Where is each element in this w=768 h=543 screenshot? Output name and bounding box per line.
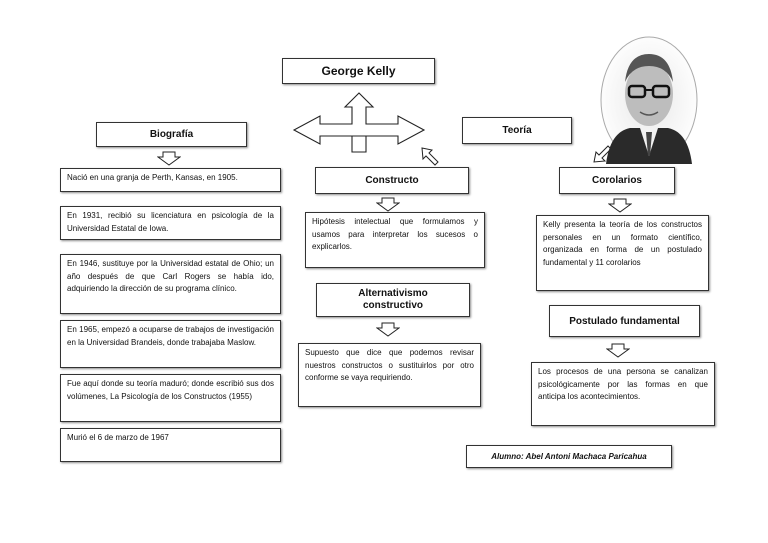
postulado-text: Los procesos de una persona se canalizan…: [538, 367, 708, 401]
biografia-item: Fue aquí donde su teoría maduró; donde e…: [60, 374, 281, 422]
author-label: Alumno: Abel Antoni Machaca Paricahua: [491, 452, 646, 461]
biografia-heading: Biografía: [150, 129, 193, 140]
biografia-item: En 1965, empezó a ocuparse de trabajos d…: [60, 320, 281, 368]
constructo-heading-box: Constructo: [315, 167, 469, 194]
constructo-text: Hipótesis intelectual que formulamos y u…: [312, 217, 478, 251]
down-arrow-icon: [376, 322, 400, 337]
author-box: Alumno: Abel Antoni Machaca Paricahua: [466, 445, 672, 468]
postulado-heading-box: Postulado fundamental: [549, 305, 700, 337]
diagonal-arrow-icon: [420, 146, 440, 166]
alternativismo-text: Supuesto que dice que podemos revisar nu…: [305, 348, 474, 382]
corolarios-heading-box: Corolarios: [559, 167, 675, 194]
down-arrow-icon: [608, 198, 632, 213]
postulado-text-box: Los procesos de una persona se canalizan…: [531, 362, 715, 426]
biografia-item: En 1946, sustituye por la Universidad es…: [60, 254, 281, 314]
alternativismo-text-box: Supuesto que dice que podemos revisar nu…: [298, 343, 481, 407]
alternativismo-heading-line1: Alternativismo: [358, 288, 427, 300]
alternativismo-heading-line2: constructivo: [363, 300, 423, 312]
main-title: George Kelly: [321, 64, 395, 78]
biografia-item: Murió el 6 de marzo de 1967: [60, 428, 281, 462]
corolarios-heading: Corolarios: [592, 175, 642, 186]
biografia-item: En 1931, recibió su licenciatura en psic…: [60, 206, 281, 240]
down-arrow-icon: [376, 197, 400, 212]
biografia-item: Nació en una granja de Perth, Kansas, en…: [60, 168, 281, 192]
portrait-photo: [600, 36, 698, 164]
teoria-heading-box: Teoría: [462, 117, 572, 144]
down-arrow-icon: [606, 343, 630, 358]
teoria-heading: Teoría: [502, 125, 531, 136]
alternativismo-heading-box: Alternativismo constructivo: [316, 283, 470, 317]
down-arrow-icon: [157, 151, 181, 166]
constructo-heading: Constructo: [365, 175, 418, 186]
constructo-text-box: Hipótesis intelectual que formulamos y u…: [305, 212, 485, 268]
main-title-box: George Kelly: [282, 58, 435, 84]
postulado-heading: Postulado fundamental: [569, 316, 680, 327]
corolarios-text-box: Kelly presenta la teoría de los construc…: [536, 215, 709, 291]
cross-arrow-icon: [292, 92, 426, 154]
biografia-heading-box: Biografía: [96, 122, 247, 147]
corolarios-text: Kelly presenta la teoría de los construc…: [543, 220, 702, 267]
